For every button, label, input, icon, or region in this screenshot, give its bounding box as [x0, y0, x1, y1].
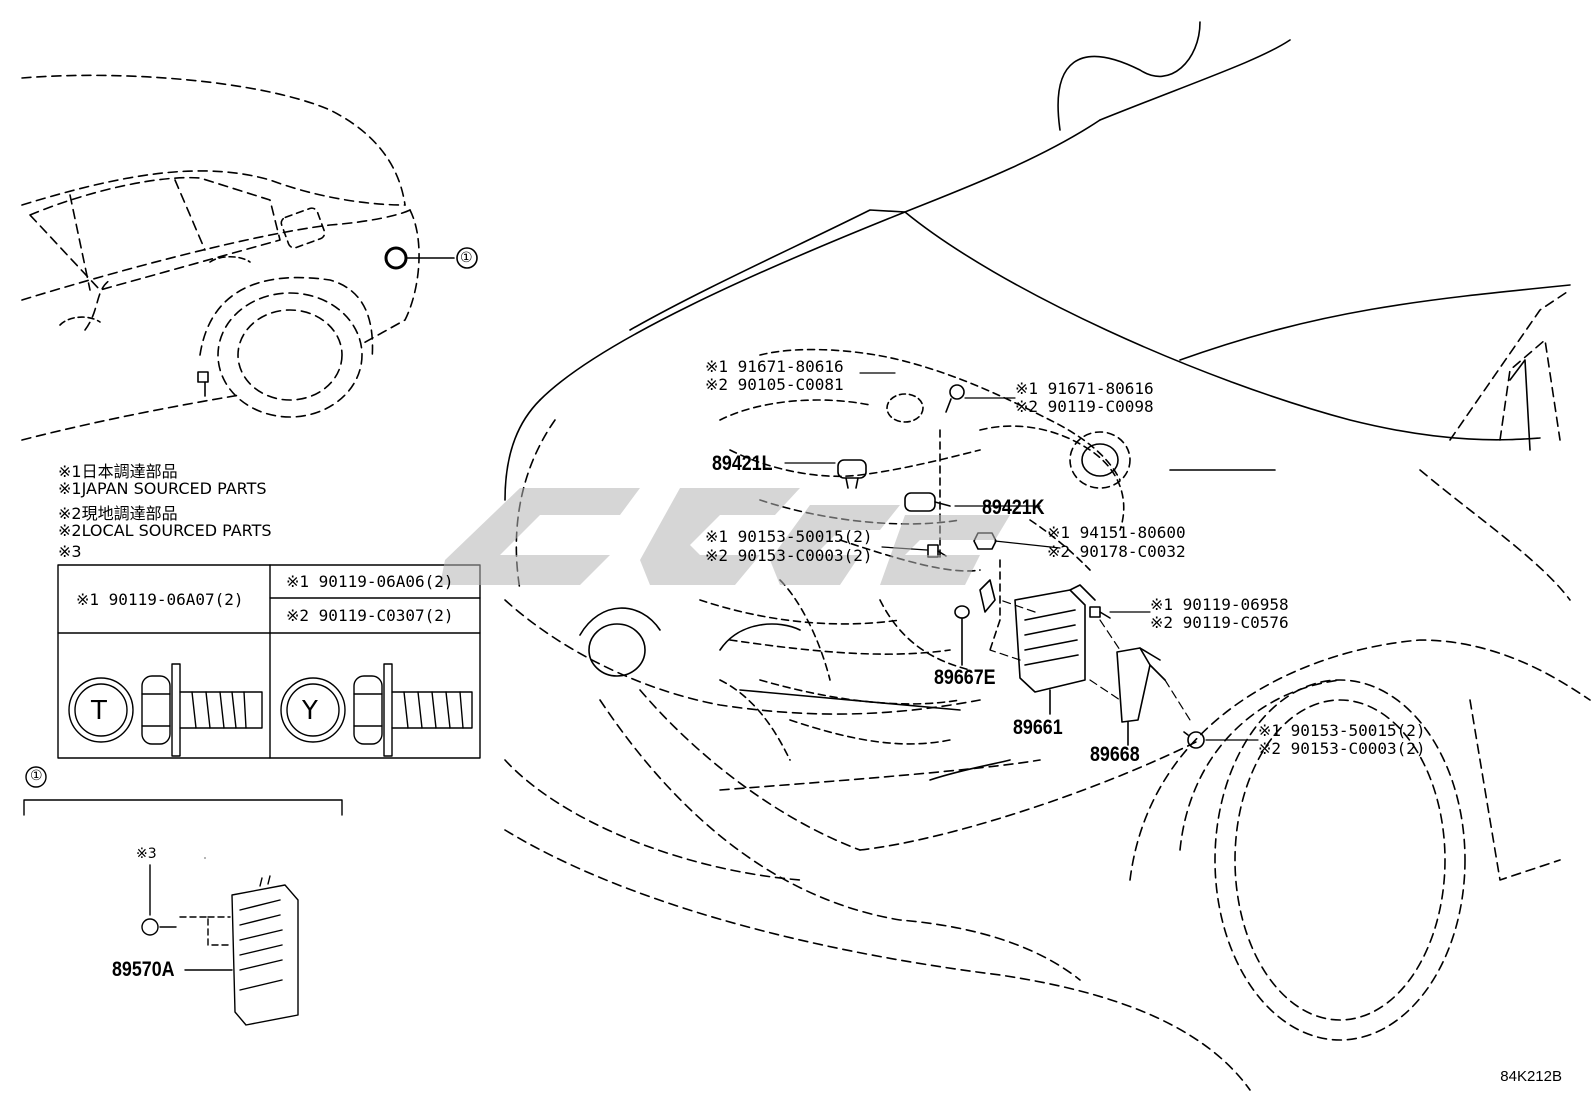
label-bolt-tr-1: ※1 91671-80616: [1015, 379, 1154, 398]
label-bolt-ml-2: ※2 90153-C0003(2): [705, 546, 873, 565]
detail-box: [23, 766, 343, 1026]
label-bolt-tr-2: ※2 90119-C0098: [1015, 397, 1154, 416]
label-nut-mr-1: ※1 94151-80600: [1047, 523, 1186, 542]
label-bolt-ml-1: ※1 90153-50015(2): [705, 527, 873, 546]
part-89570A: 89570A: [112, 958, 175, 981]
part-89661: 89661: [1013, 716, 1063, 739]
table-right-header-2: ※2 90119-C0307(2): [286, 606, 454, 625]
part-89667E: 89667E: [934, 666, 996, 689]
part-89421K: 89421K: [982, 496, 1045, 519]
part-89421L: 89421L: [712, 452, 773, 475]
component-parts: [197, 371, 1205, 749]
legend-line-2: ※1JAPAN SOURCED PARTS: [58, 479, 267, 498]
bolt-table: [57, 564, 481, 759]
label-bolt-r-2: ※2 90119-C0576: [1150, 613, 1289, 632]
label-bolt-br-2: ※2 90153-C0003(2): [1258, 739, 1426, 758]
legend-line-5: ※3: [58, 542, 82, 561]
legend-line-3: ※2現地調達部品: [58, 504, 178, 523]
label-bolt-br-1: ※1 90153-50015(2): [1258, 721, 1426, 740]
table-left-header: ※1 90119-06A07(2): [76, 590, 244, 609]
label-bolt-tl-1: ※1 91671-80616: [705, 357, 844, 376]
label-nut-mr-2: ※2 90178-C0032: [1047, 542, 1186, 561]
label-bolt-r-1: ※1 90119-06958: [1150, 595, 1289, 614]
diagram-code: 84K212B: [1500, 1068, 1562, 1085]
detail-marker-1: ①: [30, 768, 43, 784]
part-89668: 89668: [1090, 743, 1140, 766]
detail-note-3: ※3: [136, 846, 157, 862]
callout-marker-1: ①: [460, 250, 473, 266]
legend-line-4: ※2LOCAL SOURCED PARTS: [58, 521, 272, 540]
table-right-header-1: ※1 90119-06A06(2): [286, 572, 454, 591]
watermark-logo: [440, 488, 1010, 585]
bolt-head-mark-y: Y: [302, 696, 318, 726]
rear-car-illustration: [21, 74, 478, 441]
label-bolt-tl-2: ※2 90105-C0081: [705, 375, 844, 394]
bolt-head-mark-t: T: [91, 696, 107, 726]
legend-line-1: ※1日本調達部品: [58, 462, 178, 481]
